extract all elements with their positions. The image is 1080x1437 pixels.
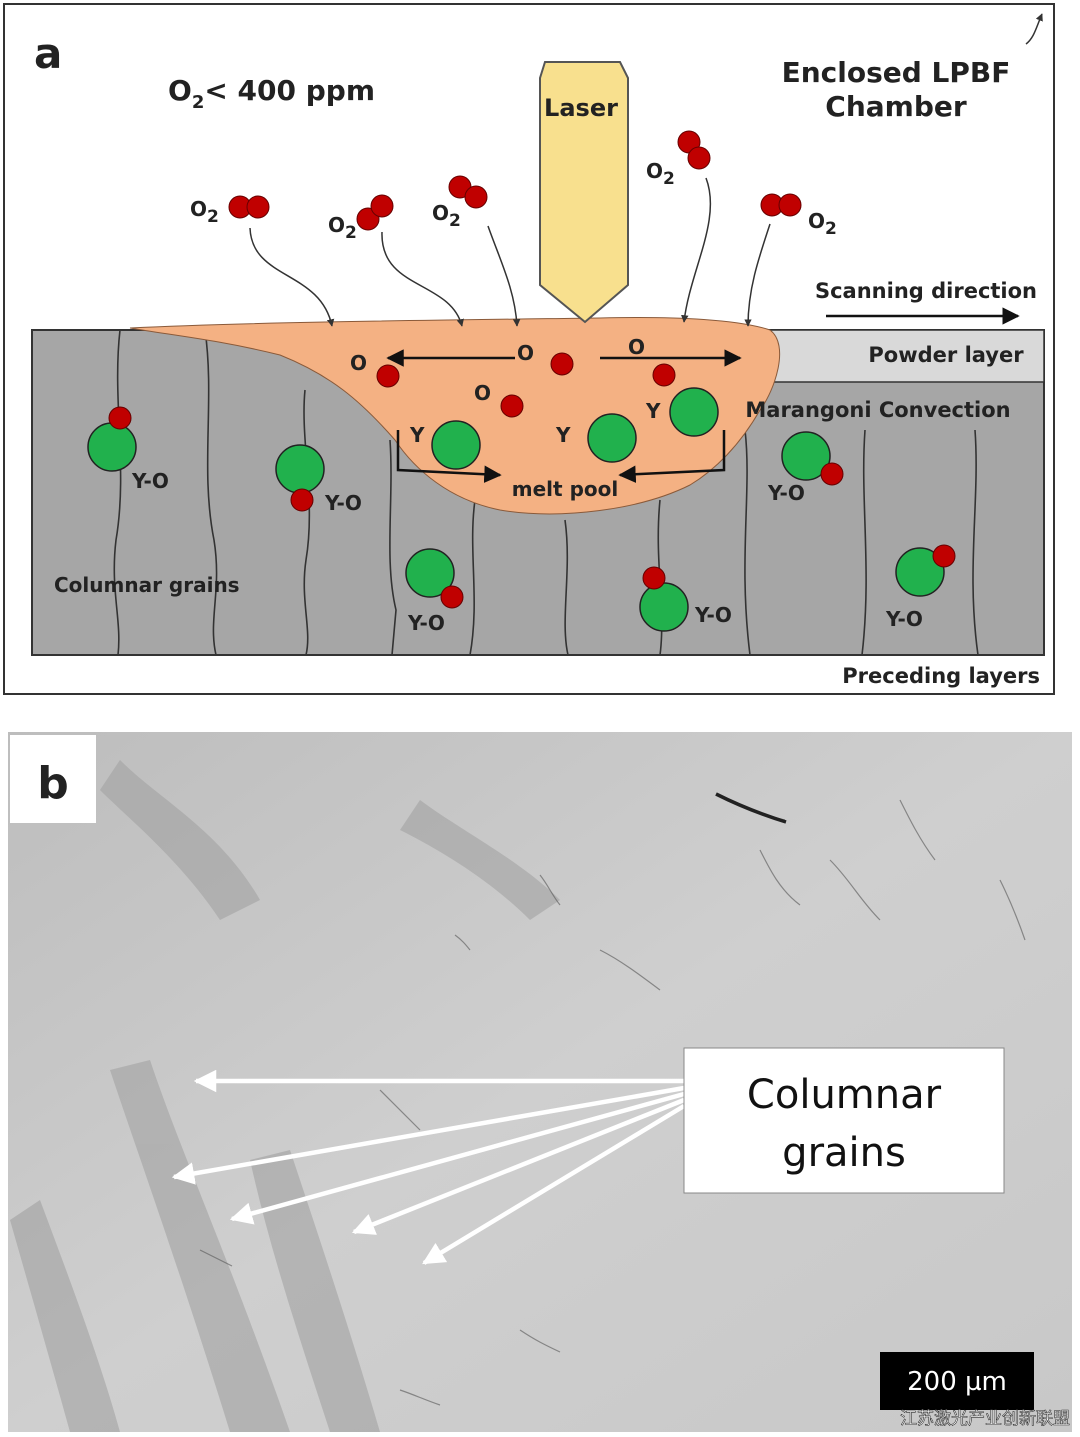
chamber-title-line2: Chamber: [825, 90, 967, 123]
svg-text:Y-O: Y-O: [694, 603, 732, 627]
yttrium-atom: [587, 413, 637, 463]
callout-line-2: grains: [782, 1130, 906, 1176]
chamber-pointer-arrow: [1025, 13, 1043, 45]
svg-text:Y-O: Y-O: [885, 607, 923, 631]
o2-label-3: O2: [432, 201, 461, 231]
svg-text:O: O: [628, 335, 645, 359]
panel-b-label-box: [10, 735, 96, 823]
panel-a-diagram: Laser a O2< 400 ppm Enclosed LPBF Chambe…: [3, 3, 1055, 695]
micrograph-grain-bands: [10, 760, 560, 1432]
columnar-grains-callout-box: [683, 1047, 1005, 1194]
powder-layer-label: Powder layer: [868, 343, 1024, 367]
o2-label-4: O2: [646, 159, 675, 189]
oxygen-atom: [370, 194, 394, 218]
svg-text:Y-O: Y-O: [407, 611, 445, 635]
o2-label-2: O2: [328, 213, 357, 243]
callout-arrows: [171, 1069, 686, 1265]
svg-text:Y-O: Y-O: [131, 469, 169, 493]
oxygen-atom: [550, 352, 574, 376]
scanning-direction-label: Scanning direction: [815, 279, 1037, 303]
marangoni-label: Marangoni Convection: [745, 398, 1010, 422]
yttrium-atom: [431, 420, 481, 470]
grain-boundaries: [113, 329, 979, 656]
laser-label: Laser: [544, 94, 618, 122]
melt-pool-contents: O O O O Y Y Y melt pool: [350, 335, 742, 501]
o2-label-5: O2: [808, 209, 837, 239]
panel-a-label: a: [34, 29, 62, 78]
marangoni-label-bg: [724, 390, 1040, 430]
columnar-grains-label: Columnar grains: [54, 573, 240, 597]
svg-text:O: O: [350, 351, 367, 375]
laser-beam: [539, 61, 629, 324]
micrograph-dark-defect: [715, 792, 787, 824]
o2-label-1: O2: [190, 197, 219, 227]
oxygen-atom: [687, 146, 711, 170]
oxygen-atom: [464, 185, 488, 209]
oxygen-atom: [652, 363, 676, 387]
svg-text:Y-O: Y-O: [324, 491, 362, 515]
melt-pool-label: melt pool: [512, 477, 618, 501]
svg-text:Y: Y: [555, 423, 571, 447]
oxygen-level-label: O2< 400 ppm: [168, 74, 375, 113]
oxygen-atom: [778, 193, 802, 217]
yo-particles: Y-O Y-O Y-O Y-O Y-O Y-O: [87, 406, 956, 635]
oxygen-atom: [500, 394, 524, 418]
oxygen-atom: [376, 364, 400, 388]
svg-text:O: O: [517, 341, 534, 365]
chamber-title-line1: Enclosed LPBF: [782, 56, 1011, 89]
svg-text:Y: Y: [409, 423, 425, 447]
melt-pool-shape: [129, 317, 780, 515]
svg-text:Y-O: Y-O: [767, 481, 805, 505]
scale-bar: [880, 1352, 1034, 1410]
callout-line-1: Columnar: [747, 1072, 942, 1118]
yttrium-atom: [669, 387, 719, 437]
svg-text:O: O: [474, 381, 491, 405]
oxygen-atom: [246, 195, 270, 219]
svg-text:Y: Y: [645, 399, 661, 423]
preceding-layers-label: Preceding layers: [842, 664, 1040, 688]
oxygen-flow-arrows: [249, 177, 771, 327]
panel-b-label: b: [37, 758, 69, 809]
o2-molecules-incoming: O2 O2 O2 O2 O2: [190, 130, 837, 243]
scale-bar-label: 200 µm: [907, 1367, 1007, 1397]
watermark: 江苏激光产业创新联盟: [900, 1409, 1070, 1429]
